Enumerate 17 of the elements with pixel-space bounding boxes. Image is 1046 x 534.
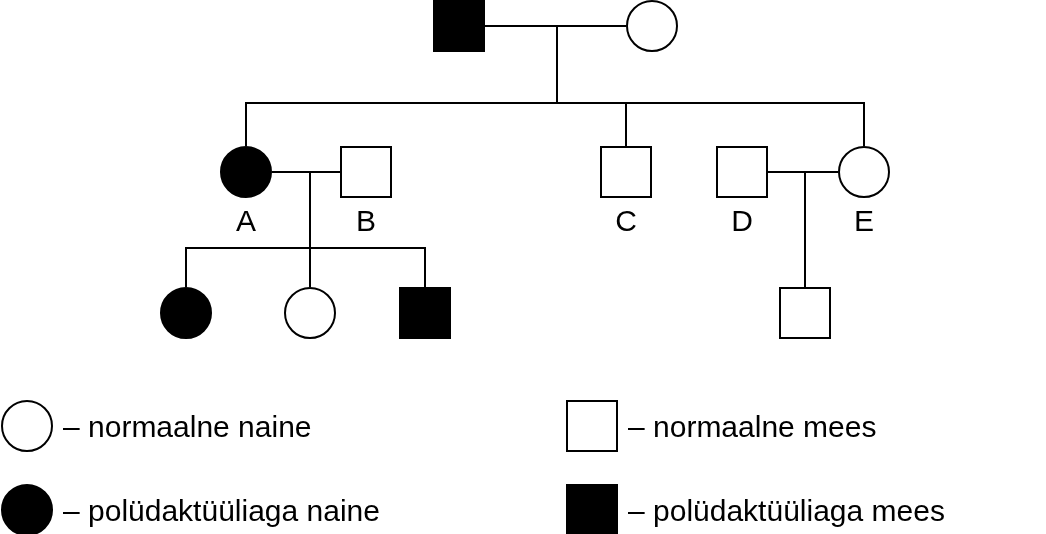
pedigree-line [309,171,426,288]
person-letter: C [614,206,638,236]
male-square [779,287,831,339]
male-square [340,146,392,198]
legend-text: – polüdaktüüliaga naine [63,496,380,526]
person-letter: D [730,206,754,236]
pedigree-line [804,171,839,288]
person-letter: A [235,206,257,236]
male-square [716,146,768,198]
legend-text: – polüdaktüüliaga mees [628,496,945,526]
male-square [600,146,652,198]
legend-text: – normaalne mees [628,412,877,442]
legend-text: – normaalne naine [63,412,312,442]
affected-male-square [399,287,451,339]
affected-male-square [433,0,485,52]
person-letter: E [853,206,875,236]
person-letter: B [355,206,377,236]
